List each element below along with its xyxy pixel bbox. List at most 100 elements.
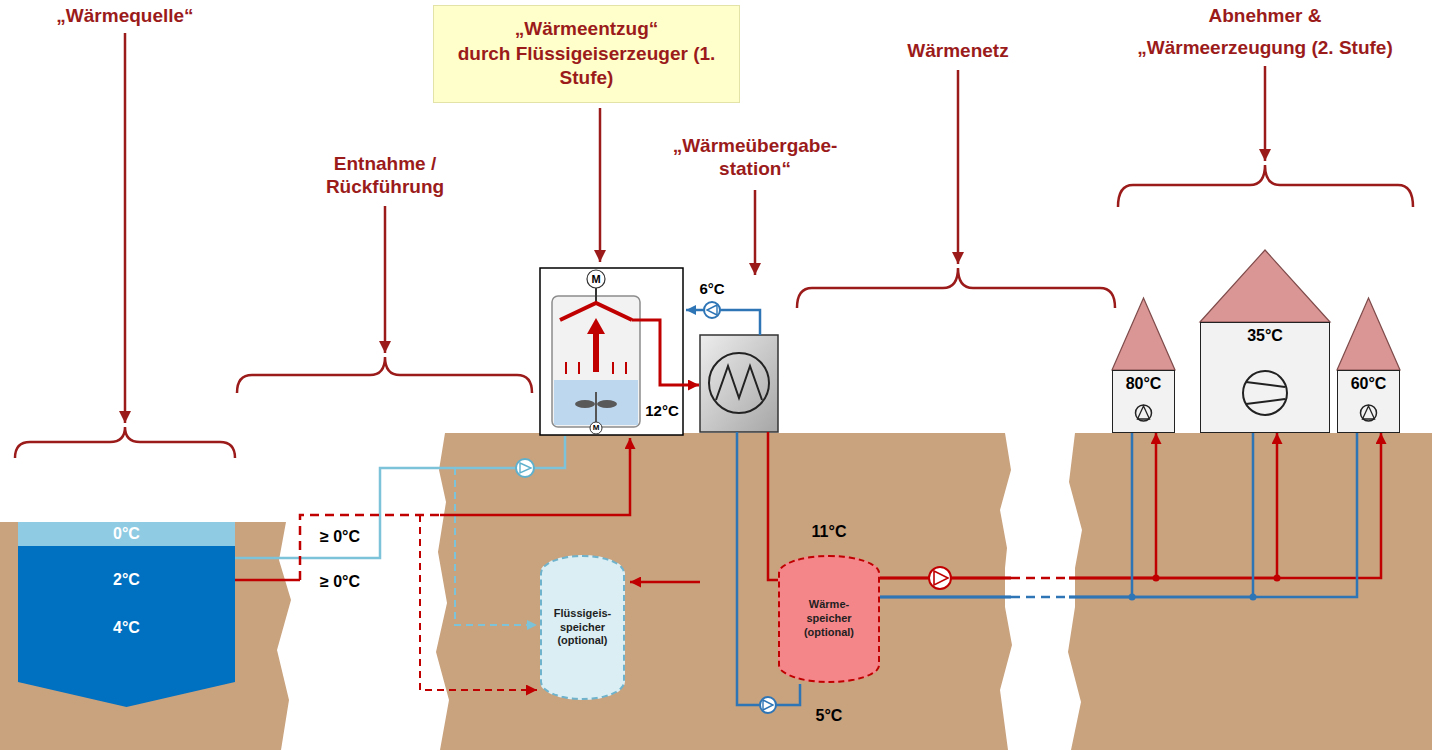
ground-middle	[436, 433, 1012, 750]
box-text: durch Flüssigeiserzeuger (1. Stufe)	[444, 42, 729, 91]
pump-symbol	[760, 697, 776, 713]
header-label-slot: „Wärmeübergabe-station“	[663, 135, 848, 181]
exchanger-symbol	[716, 366, 762, 400]
ground-right	[1068, 433, 1432, 750]
pointer-arrow	[754, 190, 757, 275]
temperature-label-slot: 6°C	[699, 281, 724, 298]
temperature-label: 11°C	[812, 523, 847, 541]
header-label-slot: „Wärmequelle“	[20, 5, 230, 28]
spray-nozzles	[566, 362, 626, 374]
motor-letter: M	[593, 424, 600, 433]
header-label-slot: Entnahme / Rückführung	[318, 153, 453, 199]
pipe-lake-return	[440, 438, 630, 515]
temperature-label: 12°C	[643, 403, 681, 420]
pump-symbol	[516, 459, 534, 477]
temperature-text: 35°C	[1201, 326, 1329, 346]
storage-tank: Wärme-speicher (optional)	[778, 555, 880, 683]
junction-dot	[1250, 594, 1257, 601]
pointer-arrow	[599, 108, 602, 262]
curly-bracket	[15, 427, 235, 458]
gap-patch	[1011, 570, 1069, 605]
temperature-label: ≥ 0°C	[320, 528, 360, 546]
pump-symbol	[1361, 405, 1377, 421]
motor-letter-slot: M	[593, 424, 600, 433]
pump-symbol	[1136, 405, 1152, 421]
header-label: „Wärmeerzeugung (2. Stufe)	[1137, 37, 1392, 60]
curly-bracket	[237, 357, 532, 393]
tank-text: Flüssigeis-speicher (optional)	[548, 607, 617, 648]
pump-symbol	[520, 463, 531, 473]
header-label-slot: Abnehmer &	[1209, 5, 1322, 28]
box-text: „Wärmeentzug“	[444, 17, 729, 42]
return-pipe	[880, 433, 1357, 597]
motor-letter-slot: M	[591, 273, 600, 285]
liquid-ice-generator	[540, 268, 699, 435]
house-roof	[1112, 298, 1175, 370]
temperature-label: ≥ 0°C	[320, 573, 360, 591]
stirrer-blade	[597, 400, 617, 408]
supply-pipe	[880, 433, 1156, 578]
heat-exchanger	[700, 335, 778, 432]
pipes	[235, 310, 800, 705]
pipe-hot	[768, 432, 778, 580]
heat-pump-symbol	[1246, 382, 1285, 404]
generator-housing	[540, 268, 683, 435]
pipe-lake-return	[235, 579, 300, 582]
header-label: Wärmenetz	[907, 40, 1008, 63]
lake-art	[18, 522, 235, 707]
house-body	[1200, 322, 1330, 433]
motor-symbol	[587, 270, 605, 288]
pump-symbol	[1363, 406, 1375, 419]
ground-left	[0, 522, 291, 750]
pointer-arrow	[124, 33, 127, 423]
pipe-hot	[630, 581, 700, 584]
heat-pump-symbol	[1243, 371, 1287, 415]
lake-shape: 0°C2°C4°C	[18, 522, 235, 707]
pointer-arrow	[384, 206, 387, 353]
pipe-lake-return	[420, 515, 537, 690]
house-roof	[1337, 298, 1400, 370]
temperature-label-slot: 11°C	[812, 523, 847, 541]
pipe-dashed	[1011, 577, 1069, 580]
temperature-text: 2°C	[18, 568, 235, 592]
generator-vessel	[552, 296, 640, 427]
pipe-dashed	[1011, 596, 1069, 599]
motor-shaft	[595, 288, 597, 302]
lake-water	[18, 522, 235, 707]
houses	[1112, 250, 1400, 433]
pump-symbol	[763, 700, 773, 710]
return-pipe	[880, 433, 1132, 597]
junction-dot	[1153, 575, 1160, 582]
header-label: „Wärmequelle“	[20, 5, 230, 28]
curly-bracket	[1118, 165, 1413, 207]
exchanger-box	[700, 335, 778, 432]
temperature-text: 4°C	[18, 616, 235, 640]
storage-tank: Flüssigeis-speicher (optional)	[540, 555, 625, 700]
temperature-label-slot: 12°C	[643, 403, 681, 420]
motor-symbol	[590, 422, 602, 434]
title-box: „Wärmeentzug“durch Flüssigeiserzeuger (1…	[433, 5, 740, 103]
temperature-text: 60°C	[1338, 374, 1399, 394]
pipe-cold	[686, 310, 760, 335]
vapour-arrow	[587, 318, 605, 334]
temperature-label-slot: ≥ 0°C	[320, 528, 360, 546]
header-label: Abnehmer &	[1209, 5, 1322, 28]
supply-pipe	[880, 433, 1381, 578]
pump-symbol	[1138, 406, 1150, 419]
ground	[0, 433, 1432, 750]
temperature-label-slot: ≥ 0°C	[320, 573, 360, 591]
pump-symbol	[707, 305, 717, 315]
house-roof	[1200, 250, 1330, 322]
pointer-arrow	[957, 70, 960, 264]
header-label: „Wärmeübergabe-station“	[663, 135, 848, 181]
motor-letter: M	[591, 273, 600, 285]
vapour-hood	[560, 303, 632, 320]
pointer-arrow	[1264, 66, 1267, 161]
junction-dot	[1274, 575, 1281, 582]
house-body	[1112, 370, 1175, 433]
house-box: 60°C	[1337, 370, 1400, 433]
pipe-lake-return	[300, 515, 440, 580]
exchanger-symbol	[709, 353, 769, 413]
pump-symbol	[929, 567, 951, 589]
